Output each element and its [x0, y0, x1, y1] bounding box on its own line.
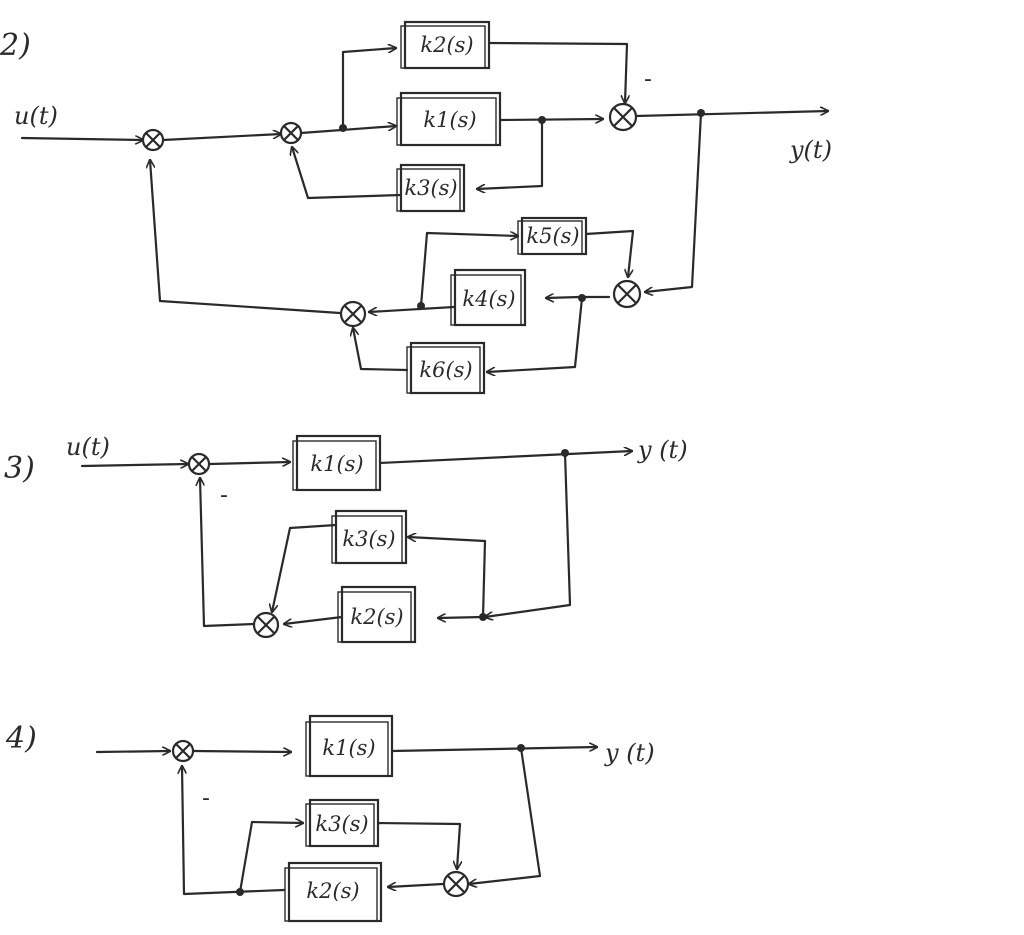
block-label: k1(s)	[423, 108, 476, 132]
diagram-4-number: 4)	[5, 721, 37, 756]
summing-junction	[141, 128, 165, 152]
diagram-4-block-k1: k1(s)	[305, 714, 394, 778]
summing-junction	[279, 121, 303, 145]
diagram-2-output-label: y(t)	[789, 136, 832, 164]
block-label: k5(s)	[526, 224, 579, 248]
block-label: k1(s)	[322, 736, 375, 760]
diagram-4-block-k3: k3(s)	[305, 798, 380, 848]
diagram-4-wires	[95, 747, 599, 896]
block-label: k1(s)	[310, 452, 363, 476]
summing-junction	[612, 279, 642, 309]
diagram-3-input-label: u(t)	[66, 433, 110, 461]
diagram-2-block-k6: k6(s)	[406, 341, 486, 395]
block-label: k2(s)	[350, 605, 403, 629]
diagram-2-summers	[141, 102, 642, 328]
summing-junction	[608, 102, 638, 132]
diagram-2-number: 2)	[0, 28, 31, 63]
diagram-3-output-label: y (t)	[637, 436, 688, 464]
diagram-3-junctions	[479, 449, 569, 621]
summing-junction	[339, 300, 367, 328]
diagram-2-block-k1: k1(s)	[396, 91, 502, 147]
diagram-2-junctions	[339, 109, 705, 310]
diagram-2-block-k3: k3(s)	[396, 163, 466, 213]
diagram-3-minus-sign: -	[220, 483, 228, 508]
diagram-4-junctions	[236, 744, 525, 896]
summing-junction	[252, 611, 280, 639]
block-label: k3(s)	[404, 176, 457, 200]
diagram-2-wires	[20, 41, 830, 372]
diagram-3-block-k1: k1(s)	[292, 434, 382, 492]
diagram-2: 2) u(t) y(t) -	[0, 20, 832, 395]
summing-junction	[171, 739, 195, 763]
diagram-3-number: 3)	[4, 451, 35, 486]
block-label: k3(s)	[315, 812, 368, 836]
diagram-3-block-k2: k2(s)	[337, 585, 417, 644]
summing-junction	[187, 452, 211, 476]
diagram-4-output-label: y (t)	[604, 739, 655, 767]
block-label: k6(s)	[419, 358, 472, 382]
diagram-2-block-k2: k2(s)	[400, 20, 491, 70]
diagram-3-block-k3: k3(s)	[331, 509, 408, 565]
block-label: k2(s)	[306, 879, 359, 903]
diagram-2-minus-sign: -	[644, 67, 652, 92]
diagram-4-minus-sign: -	[202, 786, 210, 811]
diagram-4-summers	[171, 739, 470, 898]
diagram-2-block-k5: k5(s)	[517, 216, 588, 256]
diagram-3-wires	[80, 451, 632, 626]
diagram-4-block-k2: k2(s)	[284, 861, 383, 923]
diagram-4: 4) y (t) - k1(s) k3	[5, 714, 655, 923]
block-label: k2(s)	[420, 33, 473, 57]
diagram-2-block-k4: k4(s)	[450, 268, 527, 327]
block-label: k4(s)	[462, 287, 515, 311]
diagram-3-summers	[187, 452, 280, 639]
diagram-2-input-label: u(t)	[14, 102, 58, 130]
block-label: k3(s)	[342, 527, 395, 551]
summing-junction	[442, 870, 470, 898]
diagram-3: 3) u(t) y (t) - k1(s)	[4, 433, 688, 644]
